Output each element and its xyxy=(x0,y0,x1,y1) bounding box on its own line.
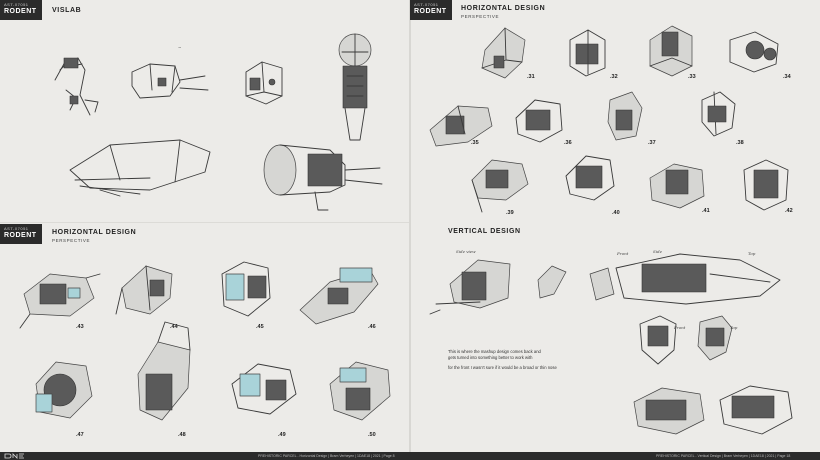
handnote-side-view: Side view xyxy=(456,249,476,254)
sketch-49 xyxy=(231,363,297,415)
sketch-32 xyxy=(569,29,606,77)
vertical-sketches xyxy=(429,253,793,435)
sketch-31 xyxy=(481,27,526,79)
sketch-bottom-right xyxy=(719,385,793,435)
footer-bar: PREHISTORIC PARCEL - Horizontal Design |… xyxy=(0,452,820,460)
note-line: This is where the mashup design comes ba… xyxy=(448,349,541,354)
sketch-number: .42 xyxy=(785,208,793,214)
note-line: gets turned into something better to wor… xyxy=(448,355,533,360)
sketch-number: .44 xyxy=(170,324,178,330)
sketch-number: .37 xyxy=(648,140,656,146)
sketch-number: .36 xyxy=(564,140,572,146)
sketch-48 xyxy=(137,321,191,421)
sketch-plate xyxy=(589,267,615,301)
design-note: This is where the mashup design comes ba… xyxy=(448,349,648,371)
sketch-top-side xyxy=(615,253,781,305)
sketch-front xyxy=(639,315,677,365)
sketch-cylinder xyxy=(263,144,383,211)
project-tag-bottom-left: AST-07051 RODENT xyxy=(0,224,42,244)
note-line: for the front I wasn't sure if it would … xyxy=(448,365,557,370)
sketch-number: .49 xyxy=(278,432,286,438)
sketch-long-body xyxy=(69,139,211,197)
sketch-number: .47 xyxy=(76,432,84,438)
sketch-hinge xyxy=(131,63,209,99)
project-tag-top-right: AST-07051 RODENT xyxy=(410,0,452,20)
handnote-front: Front xyxy=(617,251,629,256)
page-divider xyxy=(409,0,411,452)
sketch-35 xyxy=(429,105,493,147)
brand-logo-icon xyxy=(4,453,24,459)
tag-name: RODENT xyxy=(4,232,37,239)
horizontal-sketches-bottom xyxy=(19,261,391,421)
sketch-number: .40 xyxy=(612,210,620,216)
handnote-top: Top xyxy=(748,251,756,256)
sketch-side-view xyxy=(429,259,511,315)
sketch-42 xyxy=(743,159,789,211)
footer-text-left: PREHISTORIC PARCEL - Horizontal Design |… xyxy=(258,453,395,458)
sketch-number: .34 xyxy=(783,74,791,80)
section-title-horizontal-top: Horizontal Design xyxy=(461,5,546,12)
sketch-number: .46 xyxy=(368,324,376,330)
sketch-number: .35 xyxy=(471,140,479,146)
section-divider xyxy=(0,222,409,223)
tag-name: RODENT xyxy=(414,8,447,15)
tag-code: AST-07051 xyxy=(4,2,29,7)
project-tag-top-left: AST-07051 RODENT xyxy=(0,0,42,20)
sketch-41 xyxy=(649,163,705,209)
sketch-arm xyxy=(54,57,99,116)
handnote-side: Side xyxy=(653,249,662,254)
sketch-number: .41 xyxy=(702,208,710,214)
sketch-47 xyxy=(35,361,93,419)
sketch-39 xyxy=(471,159,529,213)
handnote-vislab: ~ xyxy=(178,45,182,50)
sketch-top xyxy=(697,315,733,361)
sketch-number: .39 xyxy=(506,210,514,216)
vislab-sketches xyxy=(54,33,383,211)
footer-text-right: PREHISTORIC PARCEL - Vertical Design | B… xyxy=(656,453,791,458)
sketch-number: .38 xyxy=(736,140,744,146)
sketch-number: .48 xyxy=(178,432,186,438)
sketch-40 xyxy=(565,155,615,201)
sketch-34 xyxy=(729,31,779,73)
sketch-bottom-left xyxy=(633,387,705,435)
sketch-number: .50 xyxy=(368,432,376,438)
section-subtitle-perspective-bottom: Perspective xyxy=(52,238,91,243)
handnote-top-2: Top xyxy=(730,325,738,330)
horizontal-sketches-top xyxy=(429,25,789,213)
handnote-front-2: Front xyxy=(674,325,686,330)
section-title-vislab: VISLAB xyxy=(52,7,82,14)
section-subtitle-perspective-top: Perspective xyxy=(461,14,500,19)
sketch-43 xyxy=(19,273,101,329)
sketch-45 xyxy=(221,261,271,317)
sketch-number: .45 xyxy=(256,324,264,330)
sketch-38 xyxy=(701,91,736,137)
sketch-33 xyxy=(649,25,693,77)
sketch-number: .33 xyxy=(688,74,696,80)
sketch-number: .43 xyxy=(76,324,84,330)
sketch-46 xyxy=(299,267,379,325)
section-title-vertical: Vertical Design xyxy=(448,228,521,235)
sketch-number: .32 xyxy=(610,74,618,80)
sketch-37 xyxy=(607,91,643,141)
section-title-horizontal-bottom: Horizontal Design xyxy=(52,229,137,236)
tag-code: AST-07051 xyxy=(414,2,439,7)
sketch-wedge xyxy=(537,265,567,299)
sketch-36 xyxy=(515,99,563,143)
sketch-number: .31 xyxy=(527,74,535,80)
sketch-44 xyxy=(115,265,173,315)
sketch-tower xyxy=(338,33,372,141)
sketch-clamp xyxy=(245,61,283,105)
sketch-50 xyxy=(329,361,391,421)
tag-name: RODENT xyxy=(4,8,37,15)
tag-code: AST-07051 xyxy=(4,226,29,231)
